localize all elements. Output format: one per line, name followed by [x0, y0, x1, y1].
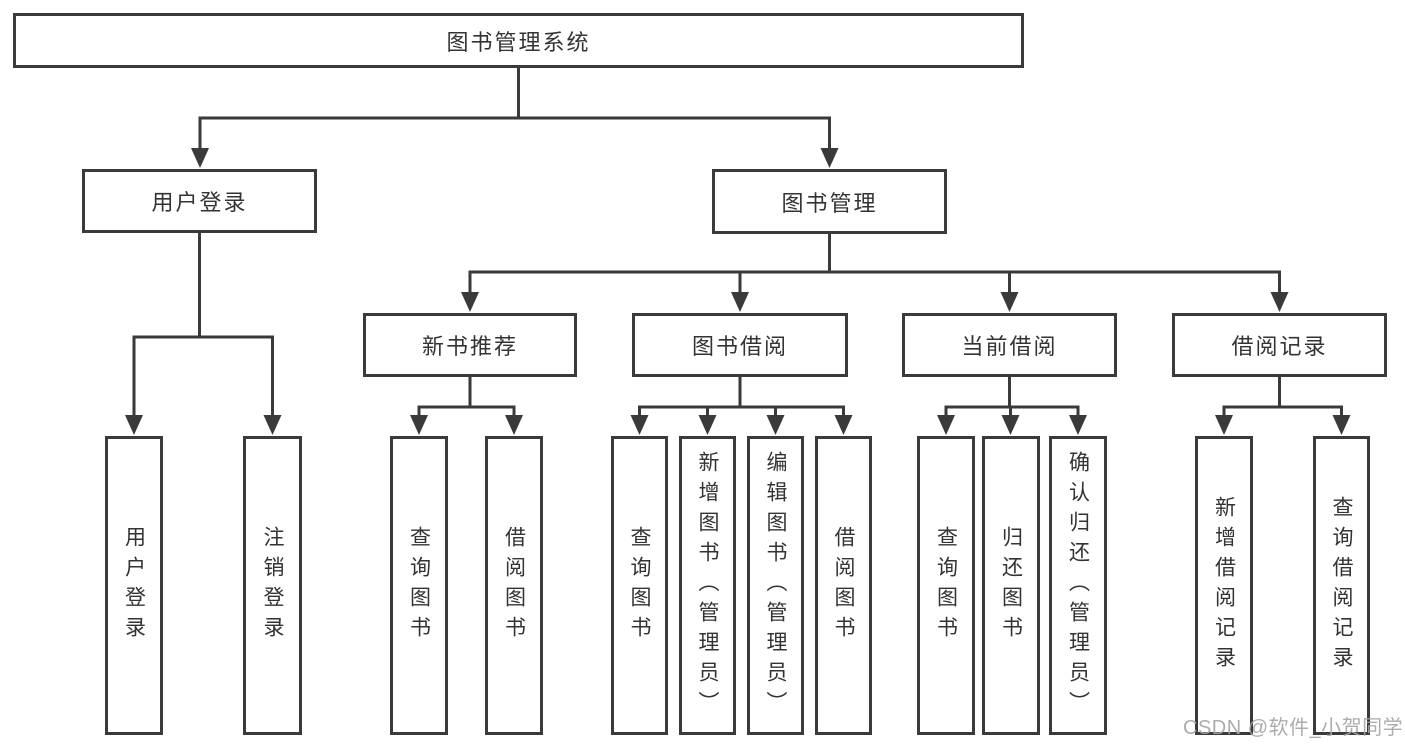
- leaf-query-borrow-record: 查询借阅记录: [1313, 436, 1370, 735]
- leaf-borrow-books-recommend: 借阅图书: [485, 436, 543, 735]
- leaf-query-books-current-label: 查询图书: [934, 525, 958, 646]
- node-user-login: 用户登录: [82, 169, 317, 233]
- leaf-query-books-current: 查询图书: [917, 436, 975, 735]
- node-book-borrow: 图书借阅: [632, 313, 848, 377]
- leaf-add-book-admin: 新增图书（管理员）: [679, 436, 736, 735]
- leaf-confirm-return-admin-label: 确认归还（管理员）: [1066, 450, 1090, 721]
- node-book-management: 图书管理: [712, 169, 947, 234]
- leaf-confirm-return-admin: 确认归还（管理员）: [1049, 436, 1107, 735]
- leaf-borrow-books-recommend-label: 借阅图书: [502, 525, 526, 646]
- leaf-add-borrow-record-label: 新增借阅记录: [1212, 495, 1236, 676]
- leaf-query-books-recommend-label: 查询图书: [407, 525, 431, 646]
- leaf-query-borrow-record-label: 查询借阅记录: [1330, 495, 1353, 676]
- leaf-query-books-borrow: 查询图书: [611, 436, 668, 735]
- node-borrow-records: 借阅记录: [1172, 313, 1387, 377]
- leaf-edit-book-admin: 编辑图书（管理员）: [747, 436, 804, 735]
- leaf-query-books-borrow-label: 查询图书: [628, 525, 651, 646]
- leaf-return-book-label: 归还图书: [999, 525, 1023, 646]
- leaf-edit-book-admin-label: 编辑图书（管理员）: [764, 450, 787, 721]
- leaf-logout: 注销登录: [243, 436, 302, 735]
- leaf-borrow-books: 借阅图书: [815, 436, 872, 735]
- leaf-user-login-label: 用户登录: [122, 525, 146, 646]
- node-new-book-recommend: 新书推荐: [363, 313, 577, 377]
- leaf-return-book: 归还图书: [982, 436, 1040, 735]
- node-current-borrow: 当前借阅: [902, 313, 1117, 377]
- node-library-system: 图书管理系统: [13, 13, 1024, 68]
- leaf-add-book-admin-label: 新增图书（管理员）: [696, 450, 719, 721]
- leaf-logout-label: 注销登录: [261, 525, 284, 646]
- leaf-user-login: 用户登录: [105, 436, 163, 735]
- watermark: CSDN @软件_小贺同学: [1183, 717, 1404, 739]
- leaf-query-books-recommend: 查询图书: [390, 436, 448, 735]
- leaf-add-borrow-record: 新增借阅记录: [1195, 436, 1253, 735]
- leaf-borrow-books-label: 借阅图书: [832, 525, 855, 646]
